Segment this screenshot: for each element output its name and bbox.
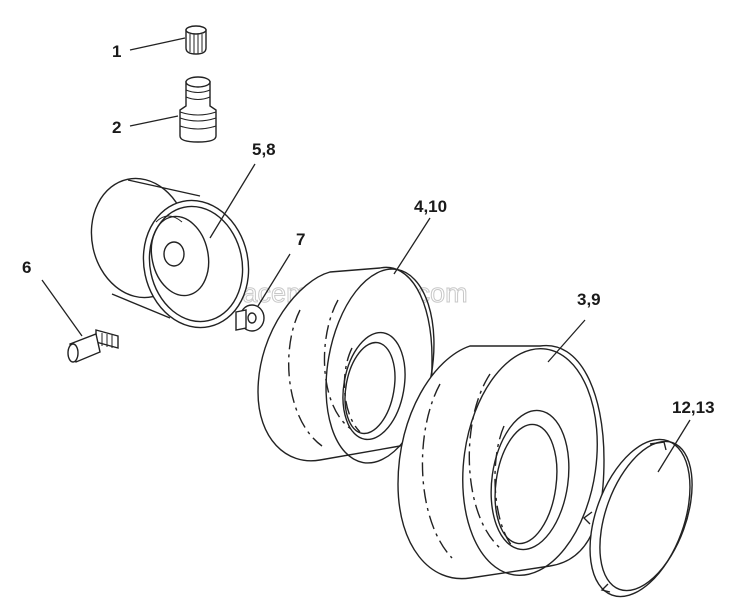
wheel-rim-icon (90, 177, 250, 329)
tire-icon (257, 266, 435, 464)
callout-3-9: 3,9 (577, 290, 601, 309)
callout-4-10: 4,10 (414, 197, 447, 216)
callout-6: 6 (22, 258, 31, 277)
tire-icon (397, 344, 605, 580)
callout-1: 1 (112, 42, 121, 61)
leader-lines (41, 37, 691, 473)
leader-3-9 (547, 319, 586, 363)
callout-7: 7 (296, 230, 305, 249)
washer-icon (235, 304, 265, 332)
leader-1 (129, 37, 186, 51)
leader-7 (257, 253, 291, 307)
leader-6 (41, 279, 83, 337)
valve-cap-icon (185, 25, 207, 55)
leader-2 (129, 115, 179, 127)
hub-cap-icon (582, 438, 693, 598)
leader-4-10 (393, 217, 431, 275)
callout-12-13: 12,13 (672, 398, 715, 417)
leader-5-8 (209, 163, 256, 239)
callout-2: 2 (112, 118, 121, 137)
valve-stem-icon (179, 76, 217, 143)
leader-12-13 (657, 419, 691, 473)
callout-5-8: 5,8 (252, 140, 276, 159)
bolt-icon (67, 329, 119, 363)
